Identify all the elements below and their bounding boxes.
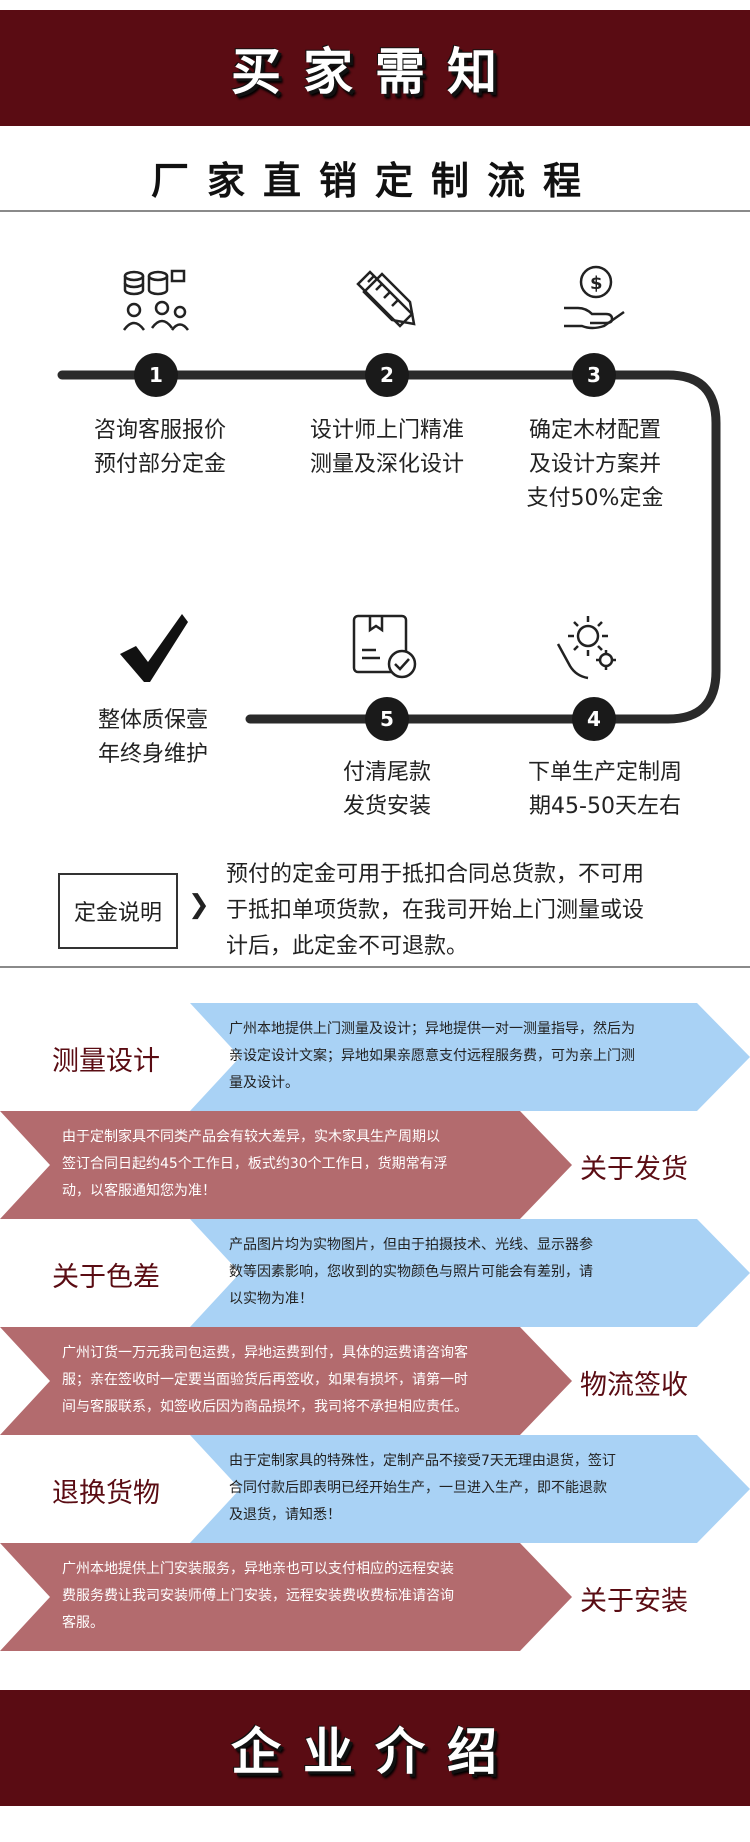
step-3-line3: 支付50%定金 — [526, 486, 664, 511]
notice-line: 由于定制家具的特殊性，定制产品不接受7天无理由退货，签订 — [229, 1453, 616, 1469]
payment-hand-icon: $ — [564, 265, 625, 330]
notice-row-measure: 测量设计 广州本地提供上门测量及设计；异地提供一对一测量指导，然后为 亲设定设计… — [0, 1003, 750, 1111]
top-banner: 买家需知 — [0, 10, 750, 126]
notice-line: 广州本地提供上门测量及设计；异地提供一对一测量指导，然后为 — [229, 1021, 635, 1037]
notice-line: 服；亲在签收时一定要当面验货后再签收，如果有损坏，请第一时 — [62, 1372, 468, 1388]
notice-line: 签订合同日起约45个工作日，板式约30个工作日，货期常有浮 — [62, 1156, 448, 1172]
bottom-banner: 企业介绍 — [0, 1690, 750, 1806]
notice-row-color: 关于色差 产品图片均为实物图片，但由于拍摄技术、光线、显示器参 数等因素影响，您… — [0, 1219, 750, 1327]
notice-line: 量及设计。 — [229, 1075, 299, 1091]
consult-people-icon — [122, 269, 190, 331]
flow-title: 厂家直销定制流程 — [150, 158, 599, 203]
top-banner-title: 买家需知 — [231, 43, 519, 101]
notice-line: 合同付款后即表明已经开始生产，一旦进入生产，即不能退款 — [229, 1480, 607, 1496]
notice-row-returns: 退换货物 由于定制家具的特殊性，定制产品不接受7天无理由退货，签订 合同付款后即… — [0, 1435, 750, 1543]
step-4-line2: 期45-50天左右 — [529, 794, 681, 819]
ruler-pencil-icon — [356, 270, 416, 328]
step-1-line1: 咨询客服报价 — [93, 418, 226, 443]
deposit-label: 定金说明 — [73, 901, 162, 926]
step-3-line2: 及设计方案并 — [528, 452, 661, 477]
notice-line: 广州订货一万元我司包运费，异地运费到付，具体的运费请咨询客 — [62, 1345, 468, 1361]
step-1-line2: 预付部分定金 — [93, 452, 226, 477]
deposit-label-box: 定金说明 — [58, 873, 178, 949]
production-gear-icon — [556, 616, 616, 680]
notice-row-bg — [0, 1327, 572, 1435]
notice-row-bg — [0, 1543, 572, 1651]
notice-row-installation: 关于安装 广州本地提供上门安装服务，异地亲也可以支付相应的远程安装 费服务费让我… — [0, 1543, 750, 1651]
step-5-line2: 发货安装 — [342, 794, 431, 819]
notice-line: 动，以客服通知您为准！ — [62, 1183, 216, 1199]
warranty-line2: 年终身维护 — [97, 742, 208, 767]
notice-line: 数等因素影响，您收到的实物颜色与照片可能会有差别，请 — [229, 1264, 593, 1280]
notice-label: 物流签收 — [580, 1370, 688, 1401]
notice-line: 产品图片均为实物图片，但由于拍摄技术、光线、显示器参 — [229, 1237, 593, 1253]
notice-row-bg — [190, 1219, 750, 1327]
deposit-line1: 预付的定金可用于抵扣合同总货款，不可用 — [226, 862, 645, 887]
notice-label: 关于色差 — [52, 1262, 160, 1293]
step-2-number: 2 — [365, 353, 409, 397]
step-5-number: 5 — [365, 697, 409, 741]
chevron-right-icon: ❯ — [188, 890, 210, 920]
step-1-number: 1 — [134, 353, 178, 397]
step-4-line1: 下单生产定制周 — [527, 760, 682, 785]
notice-label: 关于发货 — [580, 1154, 688, 1185]
warranty-line1: 整体质保壹 — [97, 708, 208, 733]
flow-title-divider — [0, 210, 750, 212]
step-2-line1: 设计师上门精准 — [309, 418, 464, 443]
deposit-description: 预付的定金可用于抵扣合同总货款，不可用 于抵扣单项货款，在我司开始上门测量或设 … — [226, 857, 726, 965]
step-1-text: 咨询客服报价 预付部分定金 — [65, 414, 255, 482]
notice-line: 客服。 — [62, 1615, 104, 1631]
step-2-text: 设计师上门精准 测量及深化设计 — [292, 414, 482, 482]
notice-body: 广州订货一万元我司包运费，异地运费到付，具体的运费请咨询客 服；亲在签收时一定要… — [62, 1340, 468, 1421]
deposit-divider — [0, 966, 750, 968]
notice-row-bg — [0, 1111, 572, 1219]
process-track — [57, 370, 721, 724]
checkmark-icon — [120, 614, 188, 682]
notice-line: 费服务费让我司安装师傅上门安装，远程安装费收费标准请咨询 — [62, 1588, 454, 1604]
notice-line: 由于定制家具不同类产品会有较大差异，实木家具生产周期以 — [62, 1129, 440, 1145]
notice-line: 及退货，请知悉！ — [229, 1507, 341, 1523]
notice-row-logistics: 物流签收 广州订货一万元我司包运费，异地运费到付，具体的运费请咨询客 服；亲在签… — [0, 1327, 750, 1435]
notice-label: 测量设计 — [52, 1046, 160, 1077]
bottom-banner-title: 企业介绍 — [231, 1723, 519, 1781]
notice-line: 亲设定设计文案；异地如果亲愿意支付远程服务费，可为亲上门测 — [229, 1048, 635, 1064]
delivery-box-icon — [352, 614, 417, 679]
notice-body: 广州本地提供上门安装服务，异地亲也可以支付相应的远程安装 费服务费让我司安装师傅… — [62, 1556, 454, 1637]
step-5-text: 付清尾款 发货安装 — [292, 756, 482, 824]
notice-row-bg — [190, 1435, 750, 1543]
step-2-line2: 测量及深化设计 — [309, 452, 464, 477]
notice-label: 退换货物 — [52, 1478, 160, 1509]
notice-row-bg — [190, 1003, 750, 1111]
notice-label: 关于安装 — [580, 1586, 688, 1617]
deposit-line3: 计后，此定金不可退款。 — [226, 934, 469, 959]
notice-line: 广州本地提供上门安装服务，异地亲也可以支付相应的远程安装 — [62, 1561, 454, 1577]
warranty-text: 整体质保壹 年终身维护 — [58, 704, 248, 772]
notice-line: 以实物为准！ — [229, 1291, 313, 1307]
notice-body: 由于定制家具不同类产品会有较大差异，实木家具生产周期以 签订合同日起约45个工作… — [62, 1124, 448, 1205]
notice-body: 产品图片均为实物图片，但由于拍摄技术、光线、显示器参 数等因素影响，您收到的实物… — [229, 1232, 593, 1313]
step-4-text: 下单生产定制周 期45-50天左右 — [500, 756, 710, 824]
step-3-text: 确定木材配置 及设计方案并 支付50%定金 — [500, 414, 690, 516]
step-4-number: 4 — [572, 697, 616, 741]
notice-row-shipping: 关于发货 由于定制家具不同类产品会有较大差异，实木家具生产周期以 签订合同日起约… — [0, 1111, 750, 1219]
notice-line: 间与客服联系，如签收后因为商品损坏，我司将不承担相应责任。 — [62, 1399, 468, 1415]
step-3-line1: 确定木材配置 — [528, 418, 661, 443]
svg-text:$: $ — [590, 273, 603, 294]
deposit-line2: 于抵扣单项货款，在我司开始上门测量或设 — [226, 898, 645, 923]
notice-body: 广州本地提供上门测量及设计；异地提供一对一测量指导，然后为 亲设定设计文案；异地… — [229, 1016, 635, 1097]
step-3-number: 3 — [572, 353, 616, 397]
step-5-line1: 付清尾款 — [342, 760, 431, 785]
notice-body: 由于定制家具的特殊性，定制产品不接受7天无理由退货，签订 合同付款后即表明已经开… — [229, 1448, 616, 1529]
